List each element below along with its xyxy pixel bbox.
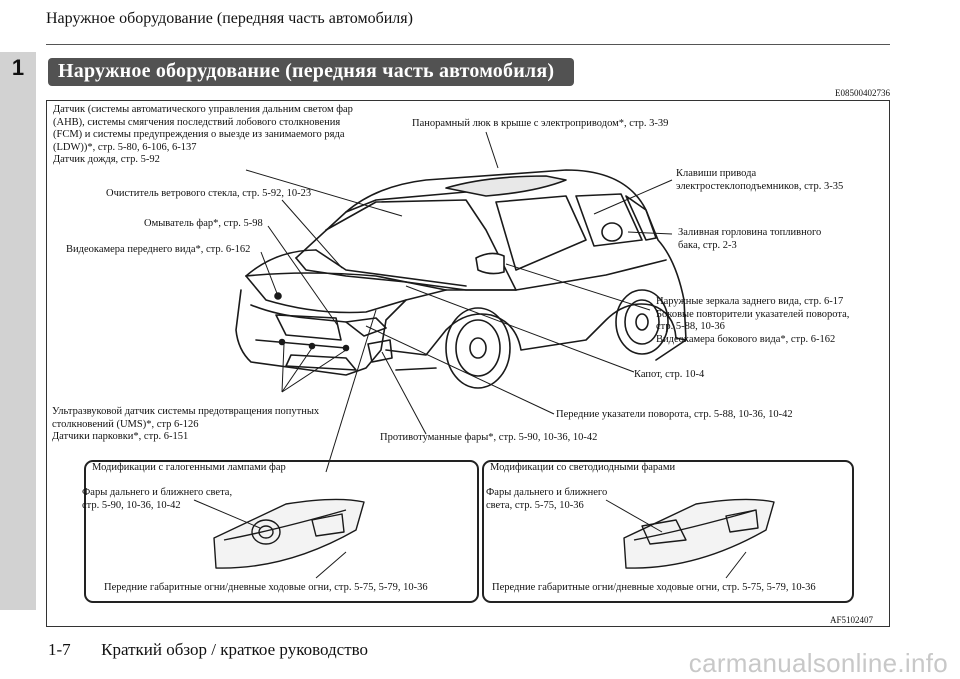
halogen-title: Модификации с галогенными лампами фар (92, 462, 286, 473)
label-wiper: Очиститель ветрового стекла, стр. 5-92, … (106, 188, 312, 199)
section-code: E08500402736 (835, 88, 890, 98)
figure-frame (46, 100, 890, 627)
label-headlight-washer: Омыватель фар*, стр. 5-98 (144, 218, 263, 229)
label-window-switches: Клавиши привода электростеклоподъемников… (676, 168, 844, 192)
watermark: carmanualsonline.info (688, 648, 948, 678)
label-turn-signals: Передние указатели поворота, стр. 5-88, … (556, 409, 793, 420)
section-banner: Наружное оборудование (передняя часть ав… (48, 58, 574, 86)
led-title: Модификации со светодиодными фарами (490, 462, 676, 473)
page-number: 1-7 (48, 640, 71, 659)
chapter-number: 1 (11, 55, 25, 80)
header-divider (46, 44, 890, 45)
led-drl-label: Передние габаритные огни/дневные ходовые… (492, 582, 816, 593)
led-headlights-label: Фары дальнего и ближнего света, стр. 5-7… (486, 487, 608, 511)
label-sensor: Датчик (системы автоматического управлен… (53, 104, 353, 165)
label-mirrors: Наружные зеркала заднего вида, стр. 6-17… (656, 296, 850, 345)
running-header: Наружное оборудование (передняя часть ав… (46, 10, 413, 27)
page-footer: 1-7 Краткий обзор / краткое руководство (48, 640, 368, 660)
halogen-drl-label: Передние габаритные огни/дневные ходовые… (104, 582, 428, 593)
halogen-box (84, 460, 479, 603)
car-diagram (193, 131, 775, 579)
label-ums: Ультразвуковой датчик системы предотвращ… (52, 406, 320, 442)
label-fuel-door: Заливная горловина топливного бака, стр.… (678, 227, 822, 251)
label-hood: Капот, стр. 10-4 (634, 369, 705, 380)
chapter-tab (0, 52, 36, 610)
halogen-headlights-label: Фары дальнего и ближнего света, стр. 5-9… (82, 487, 233, 511)
figure-code: AF5102407 (830, 615, 874, 625)
label-front-camera: Видеокамера переднего вида*, стр. 6-162 (66, 244, 251, 255)
led-box (482, 460, 854, 603)
footer-title: Краткий обзор / краткое руководство (101, 640, 369, 659)
label-sunroof: Панорамный люк в крыше с электроприводом… (412, 118, 669, 129)
section-title: Наружное оборудование (передняя часть ав… (58, 60, 555, 82)
label-fog-lamps: Противотуманные фары*, стр. 5-90, 10-36,… (380, 432, 598, 443)
